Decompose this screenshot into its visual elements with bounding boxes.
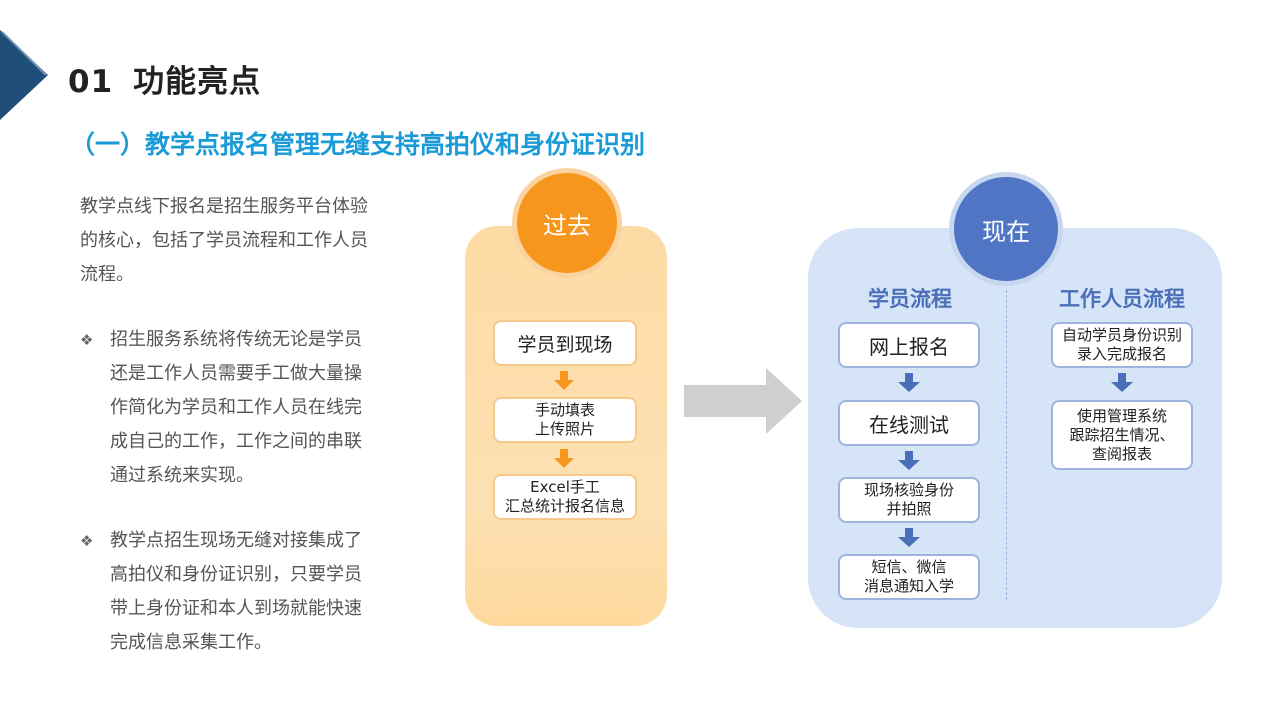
diamond-bullet-icon: ❖	[80, 331, 94, 349]
student-flow-title: 学员流程	[868, 286, 952, 311]
down-arrow-icon	[898, 373, 920, 392]
now-label: 现在	[982, 217, 1030, 246]
past-step-2: 手动填表 上传照片	[493, 397, 637, 443]
section-number: 01	[68, 64, 114, 100]
student-step-label: 网上报名	[869, 334, 949, 359]
past-step-3: Excel手工 汇总统计报名信息	[493, 474, 637, 520]
staff-step-label: 自动学员身份识别 录入完成报名	[1061, 326, 1182, 363]
page-title: 01 功能亮点	[68, 56, 261, 101]
page-subtitle: （一）教学点报名管理无缝支持高拍仪和身份证识别	[70, 130, 646, 159]
bullet-item: ❖ 招生服务系统将传统无论是学员还是工作人员需要手工做大量操作简化为学员和工作人…	[80, 323, 380, 493]
bullet-text: 教学点招生现场无缝对接集成了高拍仪和身份证识别，只要学员带上身份证和本人到场就能…	[110, 530, 362, 653]
intro-paragraph: 教学点线下报名是招生服务平台体验的核心，包括了学员流程和工作人员流程。	[80, 196, 368, 285]
down-arrow-icon	[898, 528, 920, 547]
down-arrow-icon	[554, 449, 574, 468]
student-step-label: 在线测试	[869, 412, 949, 437]
section-title-text: 功能亮点	[133, 64, 262, 100]
staff-flow-title: 工作人员流程	[1059, 286, 1185, 311]
corner-chevron-icon	[0, 30, 48, 120]
down-arrow-icon	[1111, 373, 1133, 392]
bullet-item: ❖ 教学点招生现场无缝对接集成了高拍仪和身份证识别，只要学员带上身份证和本人到场…	[80, 524, 380, 660]
past-step-label: 手动填表 上传照片	[534, 401, 595, 438]
now-label-circle: 现在	[949, 172, 1063, 286]
student-step-label: 现场核验身份 并拍照	[863, 481, 954, 518]
past-label: 过去	[543, 211, 591, 240]
past-step-label: Excel手工 汇总统计报名信息	[504, 478, 625, 515]
column-divider	[1006, 290, 1007, 600]
student-step-2: 在线测试	[838, 400, 980, 446]
diamond-bullet-icon: ❖	[80, 532, 94, 550]
past-step-1: 学员到现场	[493, 320, 637, 366]
bullet-text: 招生服务系统将传统无论是学员还是工作人员需要手工做大量操作简化为学员和工作人员在…	[110, 329, 362, 486]
student-step-3: 现场核验身份 并拍照	[838, 477, 980, 523]
past-step-label: 学员到现场	[517, 333, 613, 356]
down-arrow-icon	[898, 451, 920, 470]
past-label-circle: 过去	[512, 168, 622, 278]
student-step-4: 短信、微信 消息通知入学	[838, 554, 980, 600]
staff-step-2: 使用管理系统 跟踪招生情况、 查阅报表	[1051, 400, 1193, 470]
down-arrow-icon	[554, 371, 574, 390]
staff-step-label: 使用管理系统 跟踪招生情况、 查阅报表	[1069, 406, 1175, 463]
student-step-1: 网上报名	[838, 322, 980, 368]
staff-step-1: 自动学员身份识别 录入完成报名	[1051, 322, 1193, 368]
right-arrow-icon	[684, 368, 802, 434]
student-step-label: 短信、微信 消息通知入学	[863, 558, 954, 595]
